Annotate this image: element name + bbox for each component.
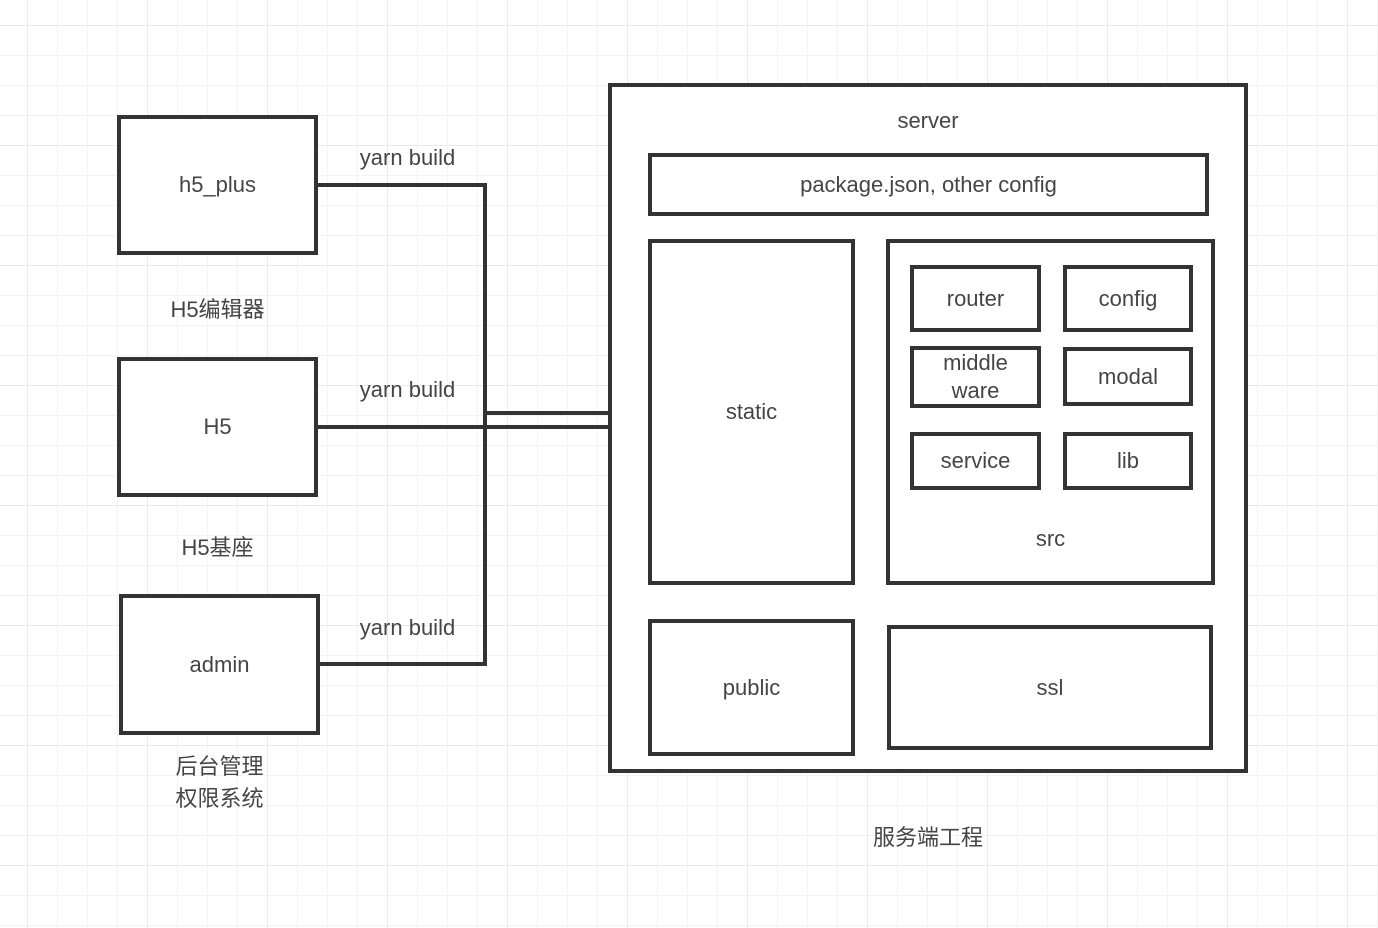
node-service: service: [910, 432, 1041, 490]
node-lib-label: lib: [1116, 448, 1139, 473]
src-title: src: [1035, 526, 1066, 551]
node-config: config: [1063, 265, 1193, 332]
node-lib: lib: [1063, 432, 1193, 490]
node-static: static: [648, 239, 855, 585]
connector-h5plus-horizontal: [318, 183, 487, 187]
node-router: router: [910, 265, 1041, 332]
connector-merge-vertical: [483, 183, 487, 666]
node-middleware: middle ware: [910, 346, 1041, 408]
caption-h5-base: H5基座: [181, 535, 254, 560]
node-config-label: config: [1098, 285, 1158, 311]
edge-label-yarn-build-2: yarn build: [359, 377, 456, 402]
node-middleware-label: middle ware: [943, 350, 1008, 403]
src-container: router config middle ware modal service …: [886, 239, 1215, 585]
node-admin: admin: [119, 594, 320, 735]
node-h5-plus: h5_plus: [117, 115, 318, 255]
node-admin-label: admin: [189, 651, 250, 677]
node-modal-label: modal: [1098, 363, 1158, 389]
server-title: server: [897, 108, 959, 133]
node-modal: modal: [1063, 347, 1193, 406]
caption-server-project: 服务端工程: [872, 825, 983, 850]
node-package-json-label: package.json, other config: [800, 171, 1057, 197]
connector-merge-to-static: [483, 411, 626, 415]
caption-h5-editor: H5编辑器: [170, 297, 265, 322]
node-h5-label: H5: [203, 414, 232, 439]
node-ssl-label: ssl: [1036, 674, 1064, 700]
server-container: server package.json, other config static…: [608, 83, 1248, 773]
node-static-label: static: [725, 399, 778, 424]
node-router-label: router: [946, 285, 1005, 311]
edge-label-yarn-build-1: yarn build: [359, 145, 456, 170]
node-service-label: service: [940, 448, 1011, 473]
connector-admin-horizontal: [320, 662, 487, 666]
node-public: public: [648, 619, 855, 756]
node-h5-plus-label: h5_plus: [178, 172, 257, 197]
node-ssl: ssl: [887, 625, 1213, 750]
connector-h5-horizontal: [318, 425, 626, 429]
node-public-label: public: [722, 674, 781, 700]
caption-admin-system: 后台管理 权限系统: [175, 754, 264, 811]
edge-label-yarn-build-3: yarn build: [359, 615, 456, 640]
node-package-json: package.json, other config: [648, 153, 1209, 216]
node-h5: H5: [117, 357, 318, 497]
